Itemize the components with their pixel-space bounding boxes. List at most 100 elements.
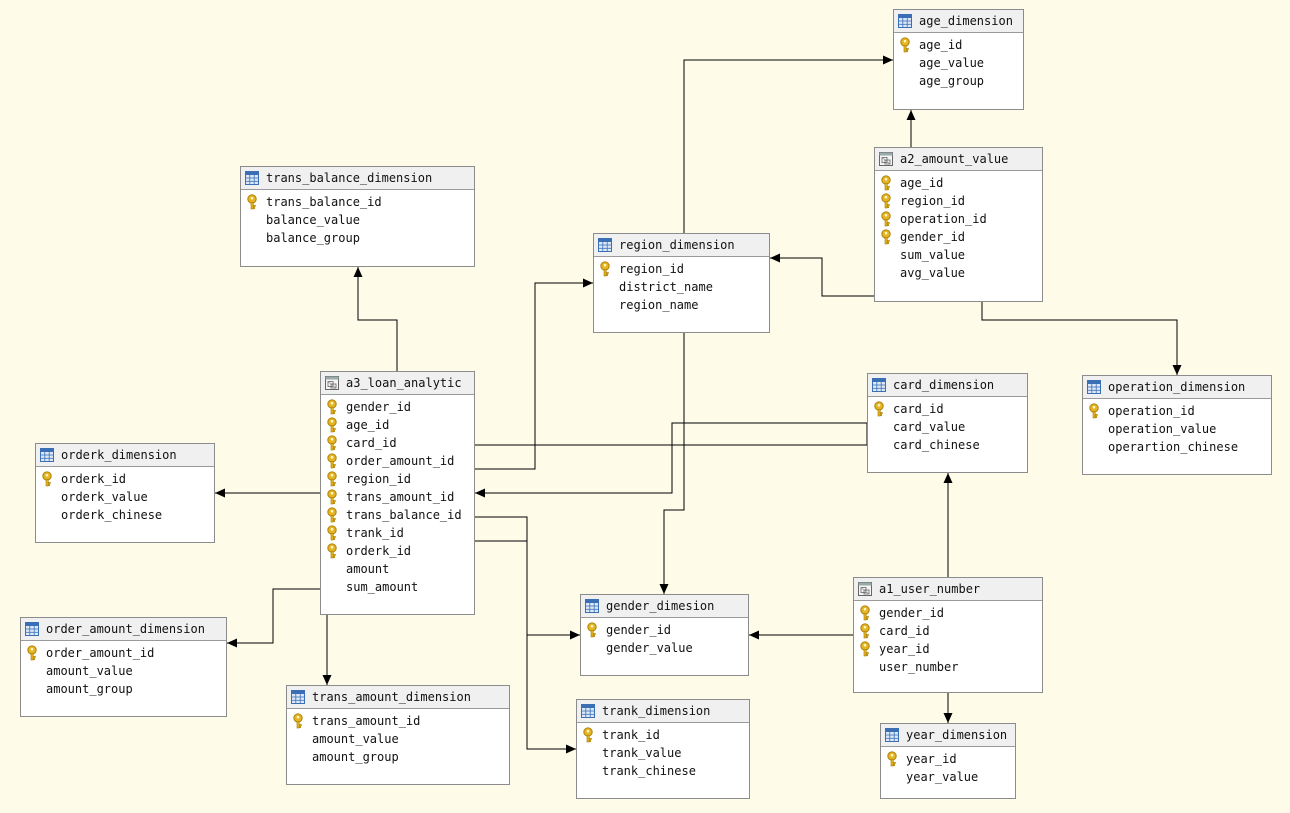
table-header[interactable]: orderk_dimension <box>36 444 214 467</box>
column-row[interactable]: amount_value <box>21 662 226 680</box>
column-name: district_name <box>619 280 713 294</box>
column-row[interactable]: age_id <box>875 174 1042 192</box>
column-name: sum_value <box>900 248 966 262</box>
column-row[interactable]: card_id <box>868 400 1027 418</box>
column-row[interactable]: orderk_chinese <box>36 506 214 524</box>
column-row[interactable]: orderk_id <box>36 470 214 488</box>
column-row[interactable]: sum_value <box>875 246 1042 264</box>
table-header[interactable]: a3_loan_analytic <box>321 372 474 395</box>
column-name: gender_id <box>606 623 672 637</box>
column-row[interactable]: operartion_chinese <box>1083 438 1271 456</box>
column-row[interactable]: region_id <box>875 192 1042 210</box>
column-row[interactable]: year_id <box>881 750 1015 768</box>
table-header[interactable]: operation_dimension <box>1083 376 1271 399</box>
column-row[interactable]: amount <box>321 560 474 578</box>
column-row[interactable]: balance_value <box>241 211 474 229</box>
column-row[interactable]: region_id <box>321 470 474 488</box>
column-row[interactable]: age_value <box>894 54 1023 72</box>
column-row[interactable]: trank_value <box>577 744 749 762</box>
table-header[interactable]: order_amount_dimension <box>21 618 226 641</box>
column-row[interactable]: trans_balance_id <box>321 506 474 524</box>
column-name: balance_group <box>266 231 360 245</box>
table-header[interactable]: card_dimension <box>868 374 1027 397</box>
column-row[interactable]: gender_id <box>581 621 748 639</box>
table-header[interactable]: gender_dimesion <box>581 595 748 618</box>
column-row[interactable]: district_name <box>594 278 769 296</box>
column-row[interactable]: operation_id <box>875 210 1042 228</box>
table-header[interactable]: a2_amount_value <box>875 148 1042 171</box>
view-icon <box>858 582 879 596</box>
column-row[interactable]: card_id <box>321 434 474 452</box>
column-row[interactable]: order_amount_id <box>21 644 226 662</box>
relationship-line[interactable] <box>981 302 1178 375</box>
table-operation-dimension[interactable]: operation_dimension operation_id operation… <box>1082 375 1272 475</box>
column-row[interactable]: gender_id <box>854 604 1042 622</box>
column-row[interactable]: region_name <box>594 296 769 314</box>
relationship-line[interactable] <box>475 516 580 636</box>
column-row[interactable]: order_amount_id <box>321 452 474 470</box>
column-row[interactable]: trans_amount_id <box>287 712 509 730</box>
arrowhead <box>583 278 593 288</box>
column-row[interactable]: user_number <box>854 658 1042 676</box>
table-gender-dimesion[interactable]: gender_dimesion gender_id gender_value <box>580 594 749 676</box>
table-header[interactable]: region_dimension <box>594 234 769 257</box>
column-row[interactable]: region_id <box>594 260 769 278</box>
column-row[interactable]: operation_id <box>1083 402 1271 420</box>
relationship-line[interactable] <box>475 422 868 494</box>
column-row[interactable]: operation_value <box>1083 420 1271 438</box>
table-header[interactable]: trans_amount_dimension <box>287 686 509 709</box>
table-header[interactable]: trank_dimension <box>577 700 749 723</box>
column-row[interactable]: gender_id <box>321 398 474 416</box>
column-row[interactable]: amount_group <box>21 680 226 698</box>
table-header[interactable]: a1_user_number <box>854 578 1042 601</box>
column-row[interactable]: orderk_value <box>36 488 214 506</box>
column-name: gender_id <box>900 230 966 244</box>
relationship-line[interactable] <box>475 282 593 470</box>
column-row[interactable]: amount_value <box>287 730 509 748</box>
relationship-line[interactable] <box>357 267 398 371</box>
table-icon <box>1087 380 1108 394</box>
column-row[interactable]: avg_value <box>875 264 1042 282</box>
table-header[interactable]: trans_balance_dimension <box>241 167 474 190</box>
column-row[interactable]: orderk_id <box>321 542 474 560</box>
column-row[interactable]: trank_chinese <box>577 762 749 780</box>
column-row[interactable]: trank_id <box>577 726 749 744</box>
column-row[interactable]: card_value <box>868 418 1027 436</box>
column-row[interactable]: gender_value <box>581 639 748 657</box>
column-row[interactable]: card_chinese <box>868 436 1027 454</box>
column-row[interactable]: age_id <box>321 416 474 434</box>
relationship-line[interactable] <box>227 588 320 644</box>
column-row[interactable]: sum_amount <box>321 578 474 596</box>
column-row[interactable]: balance_group <box>241 229 474 247</box>
column-name: operation_id <box>1108 404 1195 418</box>
column-row[interactable]: trans_balance_id <box>241 193 474 211</box>
relationship-line[interactable] <box>663 333 685 594</box>
column-row[interactable]: age_group <box>894 72 1023 90</box>
column-row[interactable]: amount_group <box>287 748 509 766</box>
column-row[interactable]: trank_id <box>321 524 474 542</box>
column-row[interactable]: age_id <box>894 36 1023 54</box>
column-row[interactable]: trans_amount_id <box>321 488 474 506</box>
column-row[interactable]: year_id <box>854 640 1042 658</box>
key-icon <box>885 751 899 767</box>
relationship-line[interactable] <box>683 59 893 233</box>
relationship-line[interactable] <box>770 257 874 297</box>
column-row[interactable]: gender_id <box>875 228 1042 246</box>
column-row[interactable]: card_id <box>854 622 1042 640</box>
table-header[interactable]: year_dimension <box>881 724 1015 747</box>
column-row[interactable]: year_value <box>881 768 1015 786</box>
table-header[interactable]: age_dimension <box>894 10 1023 33</box>
